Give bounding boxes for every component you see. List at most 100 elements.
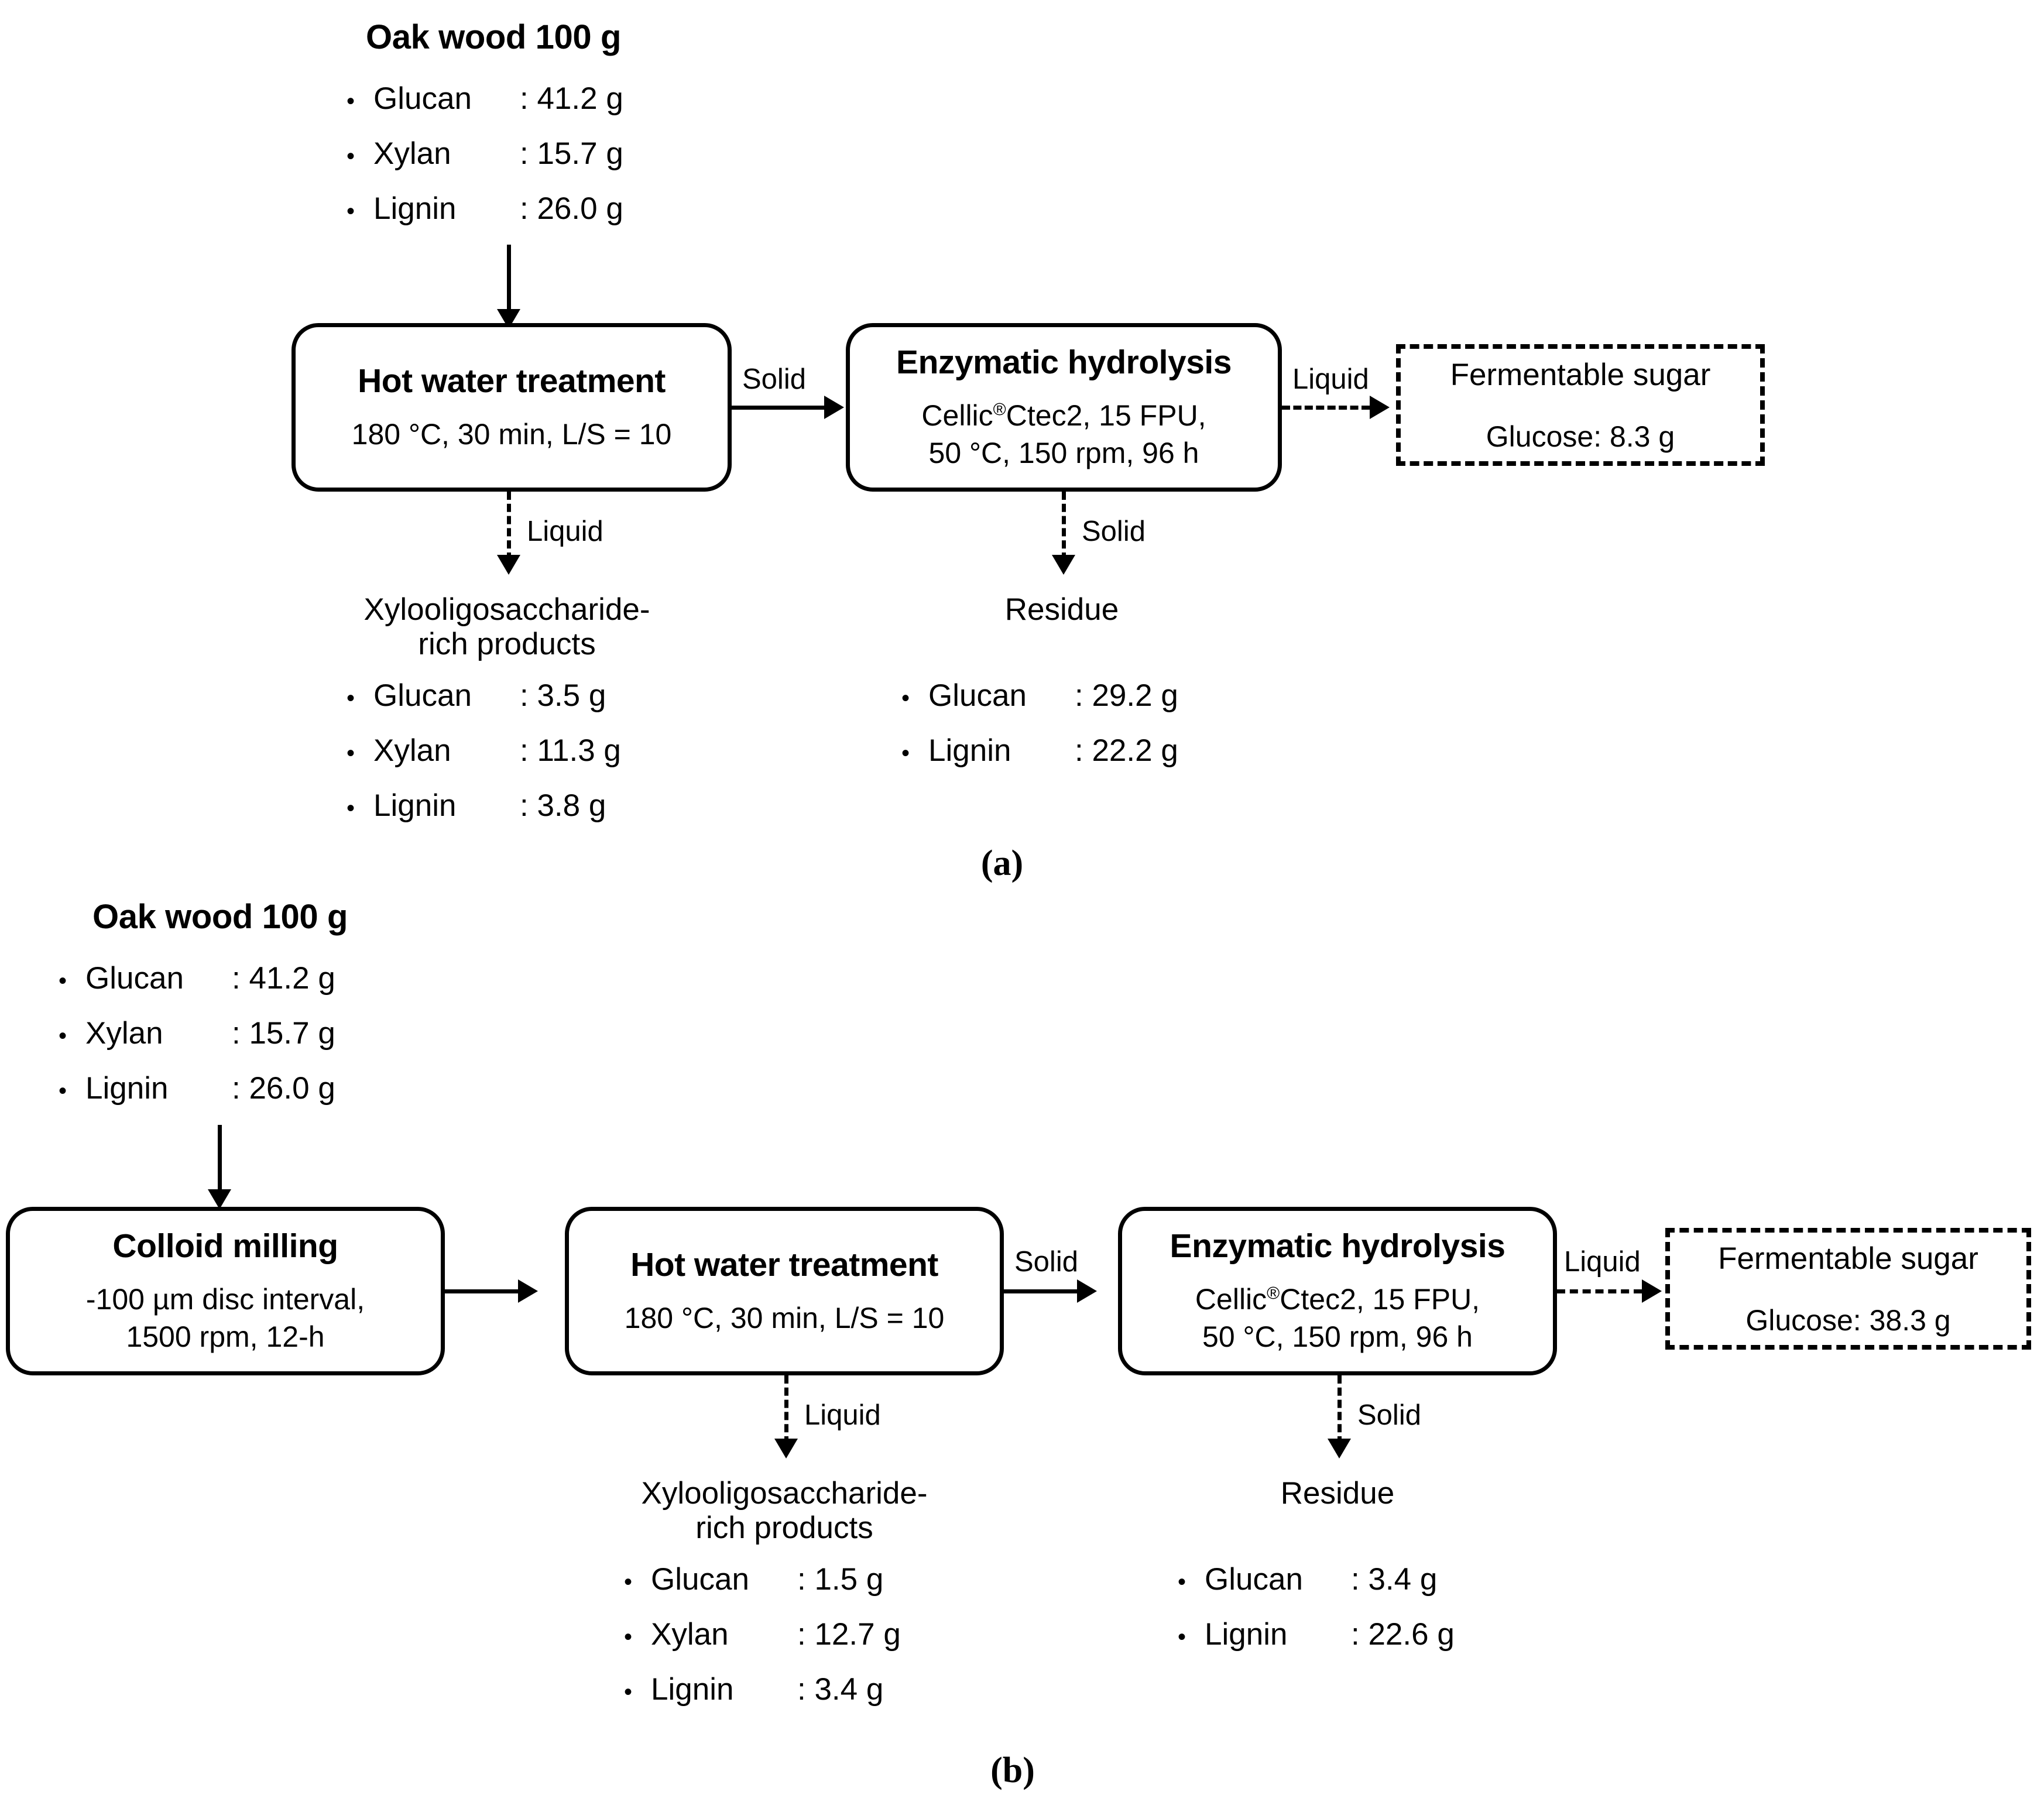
arrowhead-down-icon bbox=[774, 1439, 798, 1458]
arrowhead-right-icon bbox=[824, 396, 844, 419]
xos-title-line1: Xylooligosaccharide- bbox=[641, 1476, 928, 1511]
bullet-icon: • bbox=[347, 198, 355, 224]
panel-a-hot-water-treatment-box: Hot water treatment 180 °C, 30 min, L/S … bbox=[291, 323, 732, 492]
list-item: • Glucan : 41.2 g bbox=[59, 963, 335, 1018]
panel-label-b: (b) bbox=[990, 1751, 1035, 1790]
arrowhead-down-icon bbox=[1328, 1439, 1351, 1458]
panel-a-feedstock-title: Oak wood 100 g bbox=[366, 18, 621, 56]
component-value: : 11.3 g bbox=[520, 733, 621, 768]
edge-label-solid: Solid bbox=[1082, 516, 1146, 547]
edge-label-solid: Solid bbox=[742, 363, 806, 395]
panel-a-enzymatic-hydrolysis-box: Enzymatic hydrolysis Cellic®Ctec2, 15 FP… bbox=[846, 323, 1282, 492]
panel-b-enzymatic-hydrolysis-box: Enzymatic hydrolysis Cellic®Ctec2, 15 FP… bbox=[1118, 1207, 1557, 1375]
arrowhead-down-icon bbox=[497, 555, 520, 575]
component-name: Xylan bbox=[373, 733, 451, 768]
component-name: Lignin bbox=[373, 191, 457, 226]
box-title: Colloid milling bbox=[112, 1227, 338, 1265]
list-item: • Xylan : 15.7 g bbox=[347, 138, 623, 193]
list-item: • Lignin : 3.8 g bbox=[347, 790, 621, 845]
enzyme-dose: Ctec2, 15 FPU, bbox=[1280, 1283, 1480, 1316]
registered-trademark-icon: ® bbox=[993, 400, 1006, 420]
component-value: : 29.2 g bbox=[1075, 678, 1178, 713]
connector-hwt-to-xos bbox=[784, 1375, 788, 1444]
arrowhead-right-icon bbox=[1077, 1279, 1097, 1303]
connector-hwt-to-eh bbox=[1004, 1289, 1079, 1293]
edge-label-liquid: Liquid bbox=[1564, 1246, 1641, 1278]
connector-eh-to-sugar bbox=[1557, 1289, 1642, 1293]
list-item: • Glucan : 29.2 g bbox=[901, 680, 1178, 735]
component-value: : 3.4 g bbox=[1351, 1562, 1438, 1597]
component-name: Glucan bbox=[928, 678, 1027, 713]
bullet-icon: • bbox=[624, 1569, 633, 1595]
panel-a-residue-list: • Glucan : 29.2 g • Lignin : 22.2 g bbox=[901, 680, 1178, 790]
component-value: : 3.8 g bbox=[520, 788, 606, 823]
panel-a-fermentable-sugar-box: Fermentable sugar Glucose: 8.3 g bbox=[1396, 344, 1765, 466]
component-name: Lignin bbox=[651, 1672, 734, 1707]
component-name: Lignin bbox=[1205, 1617, 1288, 1652]
panel-a-feedstock-list: • Glucan : 41.2 g • Xylan : 15.7 g • Lig… bbox=[347, 83, 623, 248]
list-item: • Xylan : 12.7 g bbox=[624, 1619, 901, 1674]
component-name: Lignin bbox=[928, 733, 1011, 768]
panel-b-feedstock-list: • Glucan : 41.2 g • Xylan : 15.7 g • Lig… bbox=[59, 963, 335, 1128]
bullet-icon: • bbox=[901, 685, 910, 711]
list-item: • Glucan : 41.2 g bbox=[347, 83, 623, 138]
bullet-icon: • bbox=[624, 1679, 633, 1705]
component-name: Glucan bbox=[1205, 1562, 1303, 1597]
panel-b-xos-list: • Glucan : 1.5 g • Xylan : 12.7 g • Lign… bbox=[624, 1564, 901, 1729]
connector-hwt-to-xos bbox=[507, 492, 511, 561]
mill-conditions-line2: 1500 rpm, 12-h bbox=[126, 1320, 325, 1353]
output-title: Fermentable sugar bbox=[1450, 357, 1711, 392]
edge-label-solid: Solid bbox=[1357, 1399, 1421, 1431]
panel-b-colloid-milling-box: Colloid milling -100 µm disc interval, 1… bbox=[6, 1207, 445, 1375]
output-value: Glucose: 8.3 g bbox=[1486, 420, 1675, 453]
bullet-icon: • bbox=[901, 740, 910, 766]
box-conditions: -100 µm disc interval, 1500 rpm, 12-h bbox=[86, 1281, 365, 1355]
component-value: : 41.2 g bbox=[232, 961, 335, 996]
list-item: • Xylan : 15.7 g bbox=[59, 1018, 335, 1073]
connector-eh-to-sugar bbox=[1282, 406, 1370, 410]
panel-b-hot-water-treatment-box: Hot water treatment 180 °C, 30 min, L/S … bbox=[565, 1207, 1004, 1375]
bullet-icon: • bbox=[1178, 1624, 1186, 1650]
registered-trademark-icon: ® bbox=[1267, 1284, 1280, 1303]
box-title: Enzymatic hydrolysis bbox=[896, 344, 1232, 381]
list-item: • Lignin : 3.4 g bbox=[624, 1674, 901, 1729]
box-conditions: Cellic®Ctec2, 15 FPU, 50 °C, 150 rpm, 96… bbox=[1195, 1281, 1480, 1355]
component-value: : 15.7 g bbox=[232, 1016, 335, 1051]
component-value: : 3.4 g bbox=[797, 1672, 884, 1707]
connector-mill-to-hwt bbox=[445, 1289, 520, 1293]
edge-label-liquid: Liquid bbox=[1292, 363, 1369, 395]
enzyme-dose: Ctec2, 15 FPU, bbox=[1006, 399, 1206, 432]
bullet-icon: • bbox=[59, 1023, 67, 1049]
component-name: Lignin bbox=[85, 1071, 169, 1106]
box-title: Hot water treatment bbox=[630, 1246, 938, 1284]
bullet-icon: • bbox=[1178, 1569, 1186, 1595]
connector-hwt-to-eh bbox=[732, 406, 826, 410]
list-item: • Lignin : 22.6 g bbox=[1178, 1619, 1455, 1674]
list-item: • Glucan : 3.5 g bbox=[347, 680, 621, 735]
arrowhead-right-icon bbox=[1370, 396, 1390, 419]
component-value: : 22.2 g bbox=[1075, 733, 1178, 768]
output-title: Fermentable sugar bbox=[1718, 1241, 1978, 1276]
component-name: Xylan bbox=[373, 136, 451, 171]
arrowhead-down-icon bbox=[208, 1189, 231, 1209]
mill-conditions-line1: -100 µm disc interval, bbox=[85, 1283, 365, 1316]
xos-title-line2: rich products bbox=[695, 1511, 873, 1546]
box-conditions: 180 °C, 30 min, L/S = 10 bbox=[624, 1302, 945, 1334]
connector-feed-to-mill bbox=[218, 1125, 222, 1194]
list-item: • Xylan : 11.3 g bbox=[347, 735, 621, 790]
connector-eh-to-residue bbox=[1337, 1375, 1342, 1444]
component-value: : 26.0 g bbox=[520, 191, 623, 226]
bullet-icon: • bbox=[59, 1078, 67, 1104]
reaction-conditions: 50 °C, 150 rpm, 96 h bbox=[928, 437, 1199, 469]
list-item: • Lignin : 26.0 g bbox=[347, 193, 623, 248]
list-item: • Lignin : 26.0 g bbox=[59, 1073, 335, 1128]
list-item: • Glucan : 3.4 g bbox=[1178, 1564, 1455, 1619]
xos-title-line2: rich products bbox=[418, 627, 596, 662]
edge-label-solid: Solid bbox=[1014, 1246, 1078, 1278]
panel-b-xos-title: Xylooligosaccharide- rich products bbox=[641, 1476, 927, 1546]
panel-a-residue-title: Residue bbox=[1004, 592, 1119, 627]
bullet-icon: • bbox=[347, 88, 355, 114]
edge-label-liquid: Liquid bbox=[804, 1399, 881, 1431]
component-value: : 12.7 g bbox=[797, 1617, 901, 1652]
bullet-icon: • bbox=[624, 1624, 633, 1650]
